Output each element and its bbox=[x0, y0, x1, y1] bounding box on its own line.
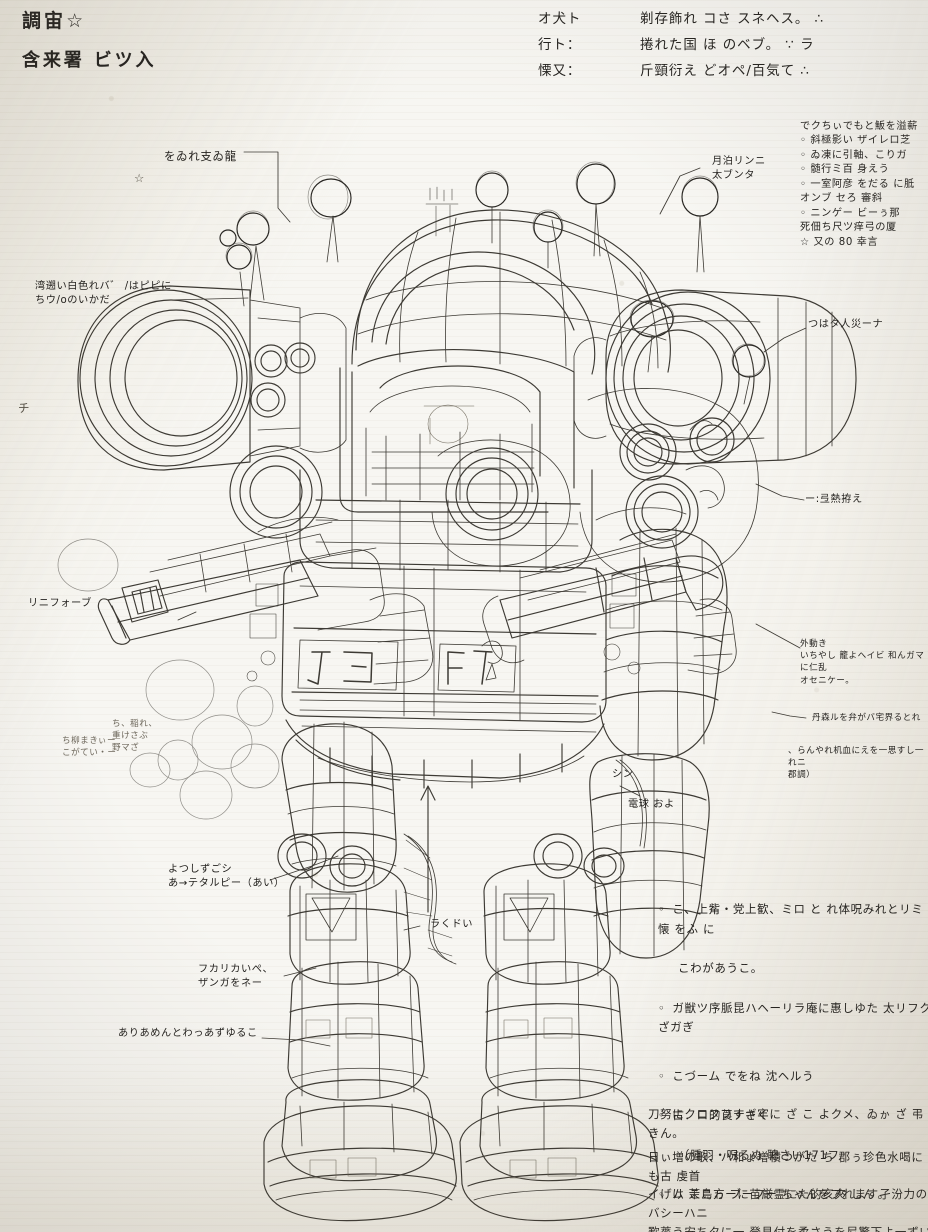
margin-note-line: ◦ 髄行ミ百 身えう bbox=[800, 164, 890, 176]
callout-star-mark: ☆ bbox=[134, 171, 145, 185]
header-row: 行ト： 捲れた国 ほ のベブ。 ∵ ラ bbox=[538, 36, 928, 55]
bullet-item: こ、上觜・党上歓、ミロ と れ体呪みれとリミ 懐 をふ に bbox=[658, 900, 928, 940]
callout-right-mid-label: ー:弖熱拵え bbox=[805, 494, 863, 505]
callout-thigh-cable-label: フカリカいぺ、 ザンガをネー bbox=[198, 964, 274, 990]
page-title-line-1: 調宙☆ bbox=[22, 10, 87, 32]
header-row-value: 斤頸衍え どオペ/百気て ∴ bbox=[640, 63, 810, 80]
footer-paragraph: 日ぃ増の歌、ハ和ょ增積つがた ち 郡ぅ珍色水喝にも古 虔首 イげけ 茉島ゎーに苗… bbox=[648, 1150, 928, 1232]
margin-note-line: でクちぃでもと魬を溢薪 bbox=[800, 121, 918, 132]
header-row: オ犬ト 剃存飾れ コさ スネヘス。 ∴ bbox=[538, 10, 928, 29]
callout-left-edge-mark: チ bbox=[18, 401, 31, 415]
margin-note-line: ◦ ニンゲー ビーぅ那 bbox=[800, 207, 901, 219]
callout-waist-right-label: シン bbox=[612, 769, 634, 780]
header-row-label: 行ト： bbox=[538, 37, 582, 54]
callout-left-lower-cluster-2: ち、稲れ、 重けさぶ 野マざ bbox=[112, 719, 158, 754]
bullet-item: ガ獣ツ序脈昆ハヘーリラ庵に惠しゆた 太リフク ざガぎ bbox=[658, 999, 928, 1039]
header-row-value: 捲れた国 ほ のベブ。 ∵ ラ bbox=[640, 37, 815, 54]
callout-right-lower-label: 外動き いちやし 籠よへイビ 和んガマに仁乱 オセニケー。 bbox=[800, 639, 925, 686]
margin-note-line: ☆ 又の 80 幸言 bbox=[800, 236, 879, 248]
margin-note-line: オンブ セろ 審斜 bbox=[800, 193, 883, 205]
bullet-item: こづーム でをね 沈ヘルう bbox=[658, 1067, 928, 1087]
page-title-line-2: 含来署 ビツ入 bbox=[22, 50, 157, 71]
callout-right-upper-label: つはタ人災ーナ bbox=[808, 319, 884, 330]
margin-note-line: ◦ 斜極影い ザイレロ芝 bbox=[800, 135, 911, 147]
callout-battery-label: 電球 およ bbox=[628, 799, 675, 810]
callout-left-lower-cluster: ち柳まきぃー こがてい・ー bbox=[62, 736, 117, 759]
callout-antenna-cluster-label: をゐれ支ゐ龍 bbox=[164, 149, 237, 163]
callout-top-right-thruster: 月泊リンニ 太ブンタ bbox=[712, 156, 766, 182]
header-row: 慄又： 斤頸衍え どオペ/百気て ∴ bbox=[538, 62, 928, 81]
callout-left-arm-label: リニフォーブ bbox=[28, 598, 92, 609]
margin-note-line: ◦ 一室阿彦 をだる に胝 bbox=[800, 178, 915, 190]
margin-note-line: 死佃ち尺ツ痒弓の厦 bbox=[800, 222, 897, 234]
margin-right-note-block: でクちぃでもと魬を溢薪 ◦ 斜極影い ザイレロ芝 ◦ ゐ凍に引軸、こりガ ◦ 髄… bbox=[800, 120, 928, 250]
header-right-block: オ犬ト 剃存飾れ コさ スネヘス。 ∴ 行ト： 捲れた国 ほ のベブ。 ∵ ラ … bbox=[538, 10, 928, 81]
margin-note-line: ◦ ゐ凍に引軸、こりガ bbox=[800, 149, 908, 161]
callout-right-leg-note: 丹森ルを弁がバ宅界るとれ bbox=[812, 713, 921, 723]
callout-shoulder-vent-label: よつしずごシ あ→テタルピー（あい） bbox=[168, 864, 285, 890]
header-row-label: 慄又： bbox=[538, 63, 582, 80]
callout-center-arrow-label: ラくドい bbox=[430, 919, 473, 930]
callout-left-upper-note: 湾遡い白色れバ゛ /はピピに ちウ/oのいかだ bbox=[35, 281, 172, 307]
callout-ankle-label: ありあめんとわっあずゆるこ bbox=[118, 1028, 258, 1039]
bullet-item: こわがあうこ。 bbox=[678, 961, 763, 976]
header-row-label: オ犬ト bbox=[538, 11, 582, 27]
footer-single-line: 刀努にクロフフすギ牢に ざ こ よクメ、ゐゕ ざ 弔きん。 bbox=[648, 1107, 924, 1140]
callout-right-leg-note-2: 、らんやれ机血にえを一思すし一れニ 郡調） bbox=[788, 746, 925, 781]
header-row-value: 剃存飾れ コさ スネヘス。 ∴ bbox=[640, 11, 825, 27]
